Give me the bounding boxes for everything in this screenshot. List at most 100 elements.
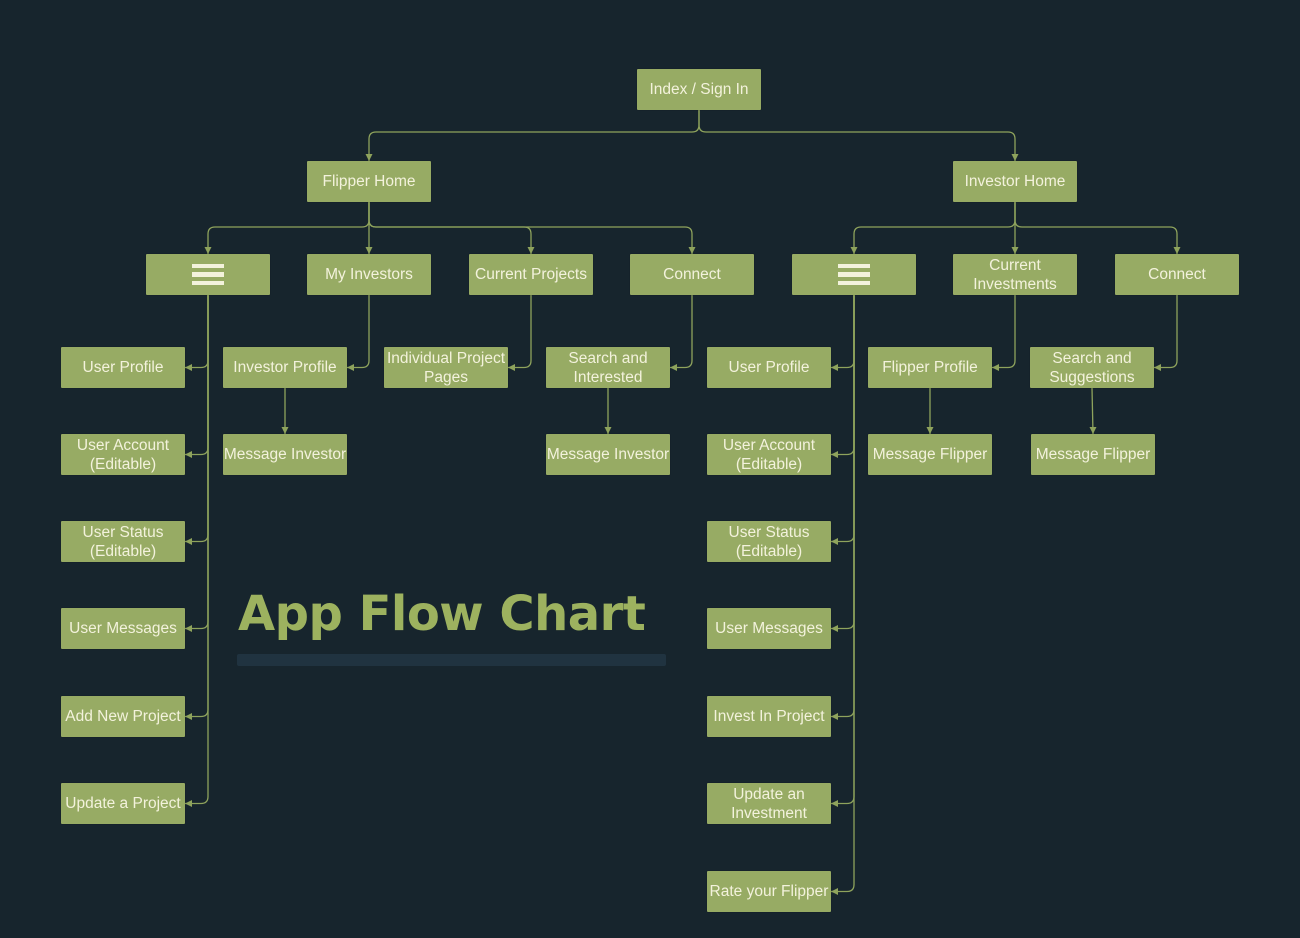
arrowhead (1011, 154, 1019, 161)
menu-bar (838, 280, 870, 286)
node-label: Flipper Home (322, 173, 416, 190)
node-message-investor-1[interactable]: Message Investor (223, 434, 347, 475)
edge-line (508, 295, 532, 369)
node-label: Message Flipper (872, 446, 988, 463)
node-f-user-account[interactable]: User Account (Editable) (61, 434, 185, 475)
node-label: Connect (663, 266, 721, 283)
node-label: Search and Interested (568, 349, 648, 386)
arrowhead (831, 800, 838, 807)
arrowhead (992, 364, 999, 371)
edge-line (670, 295, 693, 369)
edge-line (185, 295, 209, 369)
edge-line (831, 295, 855, 893)
node-current-investments[interactable]: Current Investments (953, 254, 1077, 295)
node-root[interactable]: Index / Sign In (637, 69, 761, 110)
arrowhead (831, 538, 838, 545)
node-label: Search and Suggestions (1049, 349, 1135, 386)
edge-line (185, 295, 209, 456)
node-message-investor-2[interactable]: Message Investor (546, 434, 670, 475)
edge-line (1014, 202, 1178, 254)
node-investor-connect[interactable]: Connect (1115, 254, 1239, 295)
arrowhead (185, 364, 192, 371)
edge-line (185, 295, 209, 805)
node-message-flipper-2[interactable]: Message Flipper (1031, 434, 1155, 475)
node-label: User Messages (715, 620, 823, 637)
node-flipper-menu[interactable] (146, 254, 270, 295)
edge-line (185, 295, 209, 630)
node-label: User Account (Editable) (722, 436, 816, 473)
node-label: Invest In Project (713, 708, 825, 725)
node-f-user-status[interactable]: User Status (Editable) (61, 521, 185, 562)
edge-line (347, 295, 370, 369)
arrowhead (831, 625, 838, 632)
node-f-update-project[interactable]: Update a Project (61, 783, 185, 824)
node-f-user-messages[interactable]: User Messages (61, 608, 185, 649)
node-search-suggestions[interactable]: Search and Suggestions (1030, 347, 1154, 388)
node-current-projects[interactable]: Current Projects (469, 254, 593, 295)
node-label: Rate your Flipper (709, 883, 829, 900)
node-message-flipper-1[interactable]: Message Flipper (868, 434, 992, 475)
node-flipper-home[interactable]: Flipper Home (307, 161, 431, 202)
node-label: User Profile (728, 359, 810, 376)
node-flipper-profile[interactable]: Flipper Profile (868, 347, 992, 388)
node-investor-home[interactable]: Investor Home (953, 161, 1077, 202)
edge-line (831, 295, 855, 630)
hamburger-menu-icon (192, 263, 224, 286)
node-f-add-project[interactable]: Add New Project (61, 696, 185, 737)
title-underline-bar (237, 654, 666, 666)
node-i-user-profile[interactable]: User Profile (707, 347, 831, 388)
node-label: User Messages (69, 620, 177, 637)
arrowhead (204, 247, 212, 254)
node-investor-profile[interactable]: Investor Profile (223, 347, 347, 388)
edge-line (831, 295, 855, 805)
arrowhead (1154, 364, 1161, 371)
node-label: Message Investor (223, 446, 347, 463)
arrowhead (1173, 247, 1181, 254)
node-my-investors[interactable]: My Investors (307, 254, 431, 295)
node-i-invest-project[interactable]: Invest In Project (707, 696, 831, 737)
edge-line (1154, 295, 1178, 369)
edge-line (831, 295, 855, 543)
node-label: Flipper Profile (882, 359, 978, 376)
node-i-rate-flipper[interactable]: Rate your Flipper (707, 871, 831, 912)
node-i-user-status[interactable]: User Status (Editable) (707, 521, 831, 562)
node-label: Current Projects (475, 266, 587, 283)
edge-line (831, 295, 855, 369)
edge-line (992, 295, 1016, 369)
node-search-interested[interactable]: Search and Interested (546, 347, 670, 388)
node-label: User Status (Editable) (728, 523, 810, 560)
edge-line (185, 295, 209, 718)
arrowhead (185, 625, 192, 632)
arrowhead (347, 364, 354, 371)
node-label: Update an Investment (731, 785, 807, 822)
node-i-user-messages[interactable]: User Messages (707, 608, 831, 649)
arrowhead (1089, 427, 1097, 434)
edge-line (368, 110, 700, 161)
arrowhead (850, 247, 858, 254)
arrowhead (604, 427, 612, 434)
arrowhead (688, 247, 696, 254)
node-i-user-account[interactable]: User Account (Editable) (707, 434, 831, 475)
node-flipper-connect[interactable]: Connect (630, 254, 754, 295)
menu-bar (838, 263, 870, 269)
node-label: Current Investments (973, 256, 1057, 293)
edge-line (831, 295, 855, 456)
menu-bar (838, 272, 870, 277)
node-investor-menu[interactable] (792, 254, 916, 295)
node-label: Investor Home (964, 173, 1066, 190)
node-label: Connect (1148, 266, 1206, 283)
arrowhead (831, 451, 838, 458)
arrowhead (1011, 247, 1019, 254)
node-label: Message Investor (546, 446, 670, 463)
arrowhead (926, 427, 934, 434)
node-f-user-profile[interactable]: User Profile (61, 347, 185, 388)
arrowhead (185, 800, 192, 807)
node-label: Add New Project (65, 708, 181, 725)
node-i-update-investment[interactable]: Update an Investment (707, 783, 831, 824)
node-individual-project-pages[interactable]: Individual Project Pages (384, 347, 508, 388)
edge-line (185, 295, 209, 543)
arrowhead (185, 713, 192, 720)
edge-line (368, 202, 693, 254)
arrowhead (670, 364, 677, 371)
node-label: Individual Project Pages (386, 349, 506, 386)
